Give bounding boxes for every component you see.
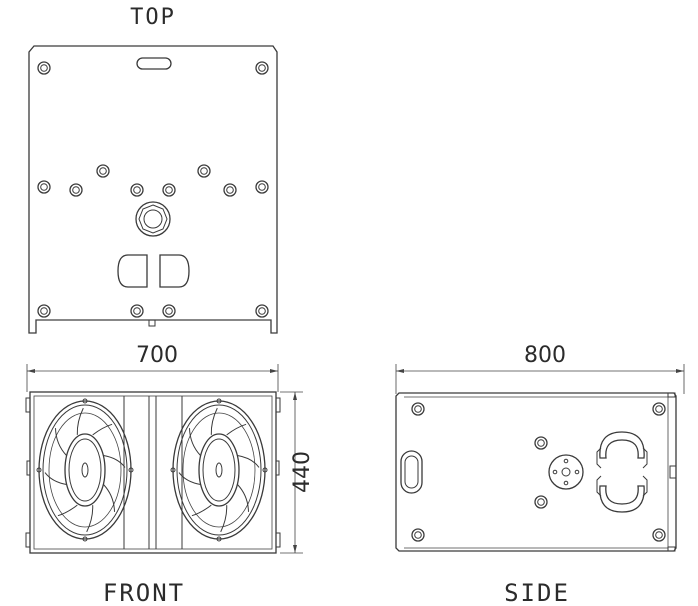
woofer-spoke [237,455,260,468]
woofer-basket [176,404,262,536]
bolt [223,183,237,197]
side-handle [400,450,423,494]
woofer-right [170,398,268,542]
top-panel-notch [148,319,156,327]
woofer-frame [38,400,132,540]
woofer-basket [42,404,128,536]
front-height-dimension [280,391,303,554]
woofer-spoke [57,504,78,517]
bolt [130,183,144,197]
front-side-tab-right [275,460,280,476]
bolt [162,304,176,318]
woofer-mount-hole [216,536,222,542]
woofer-mount-hole [82,398,88,404]
side-width-dimension-label: 800 [524,343,566,368]
woofer-mount-hole [82,536,88,542]
woofer-mount-hole [170,467,176,473]
front-foot-bl [25,532,31,548]
woofer-spoke [76,407,84,435]
woofer-spoke [189,428,201,456]
woofer-spoke [55,428,67,456]
side-bolt-group [411,402,666,542]
top-grip-left [117,254,148,288]
side-pole-mount [548,454,584,490]
woofer-spoke [178,472,201,485]
woofer-mount-hole [128,467,134,473]
woofer-center [81,462,89,478]
woofer-dust-cap-ring [64,433,106,507]
woofer-frame [172,400,266,540]
bolt [96,164,110,178]
side-cabinet-outline [395,392,677,552]
bolt [652,402,666,416]
woofer-spoke [226,423,247,436]
top-view-title: TOP [130,5,176,30]
woofer-mount-hole [36,467,42,473]
front-cabinet-inner [33,395,273,550]
front-height-dimension-label: 440 [290,451,315,493]
top-bolt-group [37,61,269,318]
woofer-spoke [191,504,212,517]
woofer-cone [182,412,256,528]
side-latch [669,465,677,479]
woofer-spoke [44,472,67,485]
bolt [255,61,269,75]
woofer-dust-cap [202,438,236,502]
front-width-dimension [26,364,279,392]
woofer-left [36,398,134,542]
side-grip-lower [596,475,648,513]
woofer-spoke [103,484,115,512]
woofer-mount-hole [216,398,222,404]
bolt [162,183,176,197]
side-cabinet-inner [404,396,669,549]
bolt [534,436,548,450]
side-view-title: SIDE [504,579,570,606]
woofer-spoke [103,455,126,468]
top-grip-right [159,254,190,288]
bolt [411,402,425,416]
bolt [255,304,269,318]
top-pole-socket [135,201,171,237]
front-view [25,391,281,554]
side-width-dimension [395,364,685,394]
woofer-spoke [86,505,94,533]
top-handle-slot [136,57,172,70]
side-corner-bottom [667,546,676,552]
woofer-mount-hole [262,467,268,473]
bolt [37,180,51,194]
bolt [534,495,548,509]
top-view [28,45,278,334]
bolt [69,183,83,197]
bolt [652,528,666,542]
front-width-dimension-label: 700 [136,343,178,368]
bolt [130,304,144,318]
bolt [197,164,211,178]
woofer-spoke [237,484,249,512]
front-view-title: FRONT [103,579,185,606]
side-grip-upper [596,431,648,469]
side-view [395,392,677,552]
bolt [37,304,51,318]
side-corner-top [667,392,676,398]
woofer-center [215,462,223,478]
woofer-spoke [220,505,228,533]
bolt [37,61,51,75]
front-foot-tr [275,397,281,413]
front-foot-tl [25,397,31,413]
woofer-cone [48,412,122,528]
bolt [255,180,269,194]
bolt [411,528,425,542]
woofer-spoke [210,407,218,435]
front-foot-br [275,532,281,548]
front-side-tab-left [26,460,31,476]
top-panel-outline [28,45,278,334]
woofer-spoke [92,423,113,436]
woofer-dust-cap-ring [198,433,240,507]
woofer-dust-cap [68,438,102,502]
